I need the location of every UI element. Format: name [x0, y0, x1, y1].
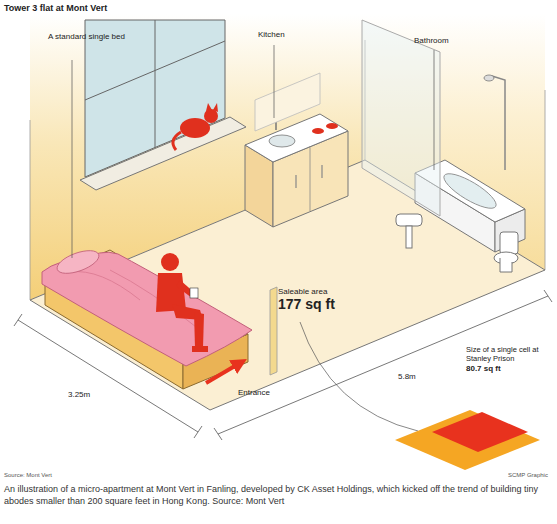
kitchen: [310, 146, 311, 211]
partition-wall: [270, 287, 277, 375]
bathroom: [396, 214, 422, 226]
bed: [42, 246, 252, 389]
leader-lines: [274, 45, 275, 118]
area-comparison: [395, 410, 540, 470]
person: [190, 288, 198, 298]
cat: [173, 103, 218, 150]
caption: An illustration of a micro-apartment at …: [4, 484, 553, 507]
cat: [173, 132, 181, 150]
kitchen: [326, 123, 338, 129]
window: [85, 41, 225, 100]
partition-wall: [270, 287, 277, 375]
bathroom: [500, 232, 518, 254]
bathroom: [440, 168, 501, 214]
person: [156, 253, 208, 352]
leader-lines: [300, 322, 418, 431]
credit: SCMP Graphic: [508, 472, 548, 479]
kitchen: [245, 73, 348, 227]
kitchen: [312, 128, 324, 134]
bed: [70, 270, 200, 330]
dimension-lines: [218, 296, 548, 434]
dimension: 3.25m: [68, 390, 90, 399]
kitchen: [269, 135, 295, 147]
entrance-arrow: [206, 363, 240, 383]
area-comparison: [432, 412, 528, 452]
bed: [54, 246, 102, 278]
bathroom: [492, 76, 505, 170]
credit: Source: Mont Vert: [4, 472, 52, 479]
window: [80, 20, 246, 190]
part-label: A standard single bed: [48, 32, 128, 41]
kitchen: [295, 175, 296, 188]
dimension-lines: [14, 314, 22, 326]
cat: [180, 118, 210, 138]
walls: [30, 120, 31, 300]
dimension-lines: [194, 426, 202, 438]
cat: [213, 103, 218, 112]
leader-lines: [72, 60, 73, 258]
part-label: Bathroom: [414, 36, 449, 45]
leader-lines: [434, 50, 435, 170]
part-label: Kitchen: [258, 30, 285, 39]
area-value: 177 sq ft: [278, 296, 335, 312]
dimension-lines: [18, 320, 198, 432]
entrance-arrow: [206, 363, 240, 383]
window: [155, 20, 156, 148]
comparison-value: 80.7 sq ft: [466, 364, 501, 373]
person: [161, 253, 179, 271]
bathroom: [484, 75, 494, 81]
comparison-label: Size of a single cell at Stanley Prison: [466, 346, 552, 363]
bathroom: [362, 20, 440, 216]
cat: [206, 103, 212, 111]
area-label: Saleable area: [278, 287, 327, 296]
dimension-lines: [214, 428, 222, 440]
dimension: 5.8m: [398, 372, 416, 381]
dimension-lines: [544, 290, 552, 302]
part-label: Entrance: [238, 388, 270, 397]
person: [192, 346, 208, 352]
window: [80, 117, 246, 190]
bathroom: [500, 258, 512, 272]
leader-lines: [72, 45, 434, 431]
area-comparison: [395, 410, 540, 470]
bathroom: [406, 226, 412, 248]
bathroom: [362, 20, 525, 272]
kitchen: [255, 73, 320, 131]
title: Tower 3 flat at Mont Vert: [4, 3, 107, 13]
kitchen: [321, 165, 322, 178]
walls: [545, 90, 546, 270]
person: [194, 312, 204, 348]
